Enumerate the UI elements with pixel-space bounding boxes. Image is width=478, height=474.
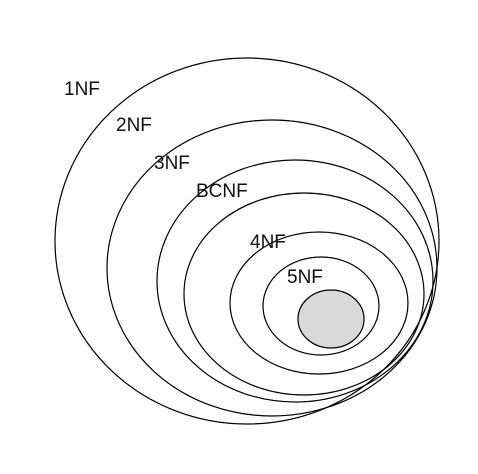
label-1nf: 1NF xyxy=(64,79,100,100)
core-region xyxy=(297,289,365,349)
ring-4nf xyxy=(229,231,409,375)
label-4nf: 4NF xyxy=(250,232,286,253)
ring-3nf xyxy=(156,159,434,403)
label-5nf: 5NF xyxy=(287,267,323,288)
ring-1nf xyxy=(54,57,440,425)
label-bcnf: BCNF xyxy=(196,181,248,202)
label-2nf: 2NF xyxy=(116,115,152,136)
ring-2nf xyxy=(106,119,438,417)
ring-bcnf xyxy=(183,192,425,396)
ring-5nf xyxy=(262,256,380,356)
label-3nf: 3NF xyxy=(154,153,190,174)
